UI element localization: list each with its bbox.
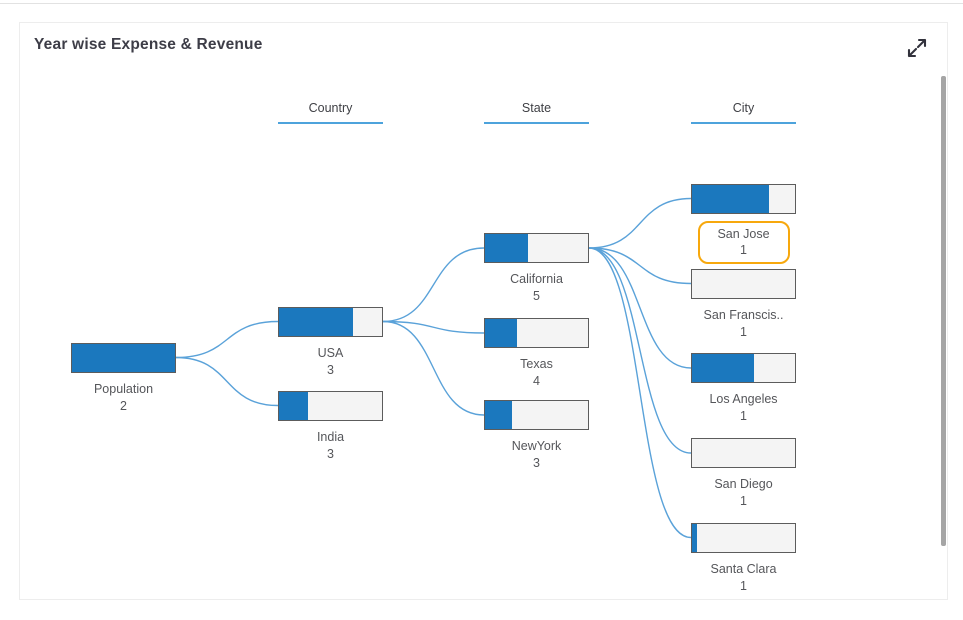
- tree-node-population[interactable]: [71, 342, 176, 373]
- column-header-state: State: [484, 101, 589, 124]
- expand-button[interactable]: [903, 34, 931, 62]
- node-label-text: NewYork: [511, 439, 562, 453]
- node-value-text: 3: [327, 446, 334, 461]
- node-value-text: 1: [740, 578, 747, 593]
- node-label-text: California: [510, 272, 563, 286]
- link-usa-texas: [382, 320, 485, 334]
- link-usa-california: [382, 247, 485, 323]
- node-label-san-diego: San Diego 1: [664, 476, 824, 510]
- node-value-text: 1: [740, 409, 747, 423]
- node-value-text: 1: [740, 324, 747, 339]
- node-value-text: 2: [120, 398, 127, 413]
- tree-node-san-francisco[interactable]: [691, 268, 796, 299]
- link-california-san-francisco: [588, 247, 692, 285]
- expand-icon: [905, 36, 929, 60]
- tree-node-texas[interactable]: [484, 318, 589, 348]
- node-fill-bar: [485, 234, 529, 262]
- link-population-india: [175, 356, 279, 407]
- link-california-san-jose: [588, 197, 692, 249]
- tree-node-san-jose[interactable]: [691, 183, 796, 214]
- node-fill-bar: [485, 401, 512, 429]
- node-label-text: San Jose: [717, 226, 770, 241]
- chart-title: Year wise Expense & Revenue: [34, 36, 263, 53]
- node-value-text: 3: [533, 456, 540, 470]
- column-header-country: Country: [278, 101, 383, 124]
- tree-node-california[interactable]: [484, 233, 589, 263]
- node-label-california: California 5: [457, 271, 617, 305]
- node-fill-bar: [692, 354, 754, 382]
- node-label-text: San Franscis..: [703, 307, 784, 322]
- link-california-los-angeles: [588, 247, 692, 369]
- node-label-text: India: [316, 429, 345, 444]
- tree-node-india[interactable]: [278, 390, 383, 421]
- node-fill-bar: [485, 319, 517, 347]
- node-label-newyork: NewYork 3: [457, 438, 617, 472]
- link-population-usa: [175, 320, 279, 359]
- link-california-san-diego: [588, 247, 692, 454]
- node-fill-bar: [692, 184, 770, 213]
- node-label-text: USA: [317, 345, 344, 360]
- node-fill-bar: [692, 523, 698, 552]
- node-label-san-francisco: San Franscis.. 1: [664, 307, 824, 341]
- tree-node-newyork[interactable]: [484, 400, 589, 430]
- node-label-text: Los Angeles: [709, 392, 778, 406]
- node-fill-bar: [72, 343, 175, 372]
- top-divider: [0, 3, 963, 4]
- tree-node-los-angeles[interactable]: [691, 353, 796, 383]
- node-value-text: 1: [740, 242, 747, 257]
- node-label-texas: Texas 4: [457, 356, 617, 390]
- node-value-text: 5: [533, 289, 540, 303]
- node-fill-bar: [279, 307, 354, 336]
- tree-node-santa-clara[interactable]: [691, 522, 796, 553]
- node-label-text: Santa Clara: [710, 561, 777, 576]
- node-value-text: 4: [533, 374, 540, 388]
- chart-card: Year wise Expense & Revenue Country Stat…: [19, 22, 948, 600]
- tree-node-san-diego[interactable]: [691, 438, 796, 468]
- node-value-text: 1: [740, 494, 747, 508]
- column-header-city: City: [691, 101, 796, 124]
- node-label-santa-clara: Santa Clara 1: [664, 561, 824, 595]
- node-label-text: Texas: [520, 357, 553, 371]
- node-label-usa: USA 3: [251, 345, 411, 379]
- node-label-text: San Diego: [714, 477, 773, 491]
- link-usa-newyork: [382, 320, 485, 416]
- node-label-los-angeles: Los Angeles 1: [664, 391, 824, 425]
- node-label-india: India 3: [251, 429, 411, 463]
- link-california-santa-clara: [588, 247, 692, 539]
- node-value-text: 3: [327, 362, 334, 377]
- tree-links: [175, 197, 692, 539]
- vertical-scrollbar[interactable]: [941, 76, 946, 546]
- tree-node-usa[interactable]: [278, 306, 383, 337]
- node-fill-bar: [279, 391, 308, 420]
- node-label-population: Population 2: [44, 381, 204, 415]
- node-label-text: Population: [93, 381, 154, 396]
